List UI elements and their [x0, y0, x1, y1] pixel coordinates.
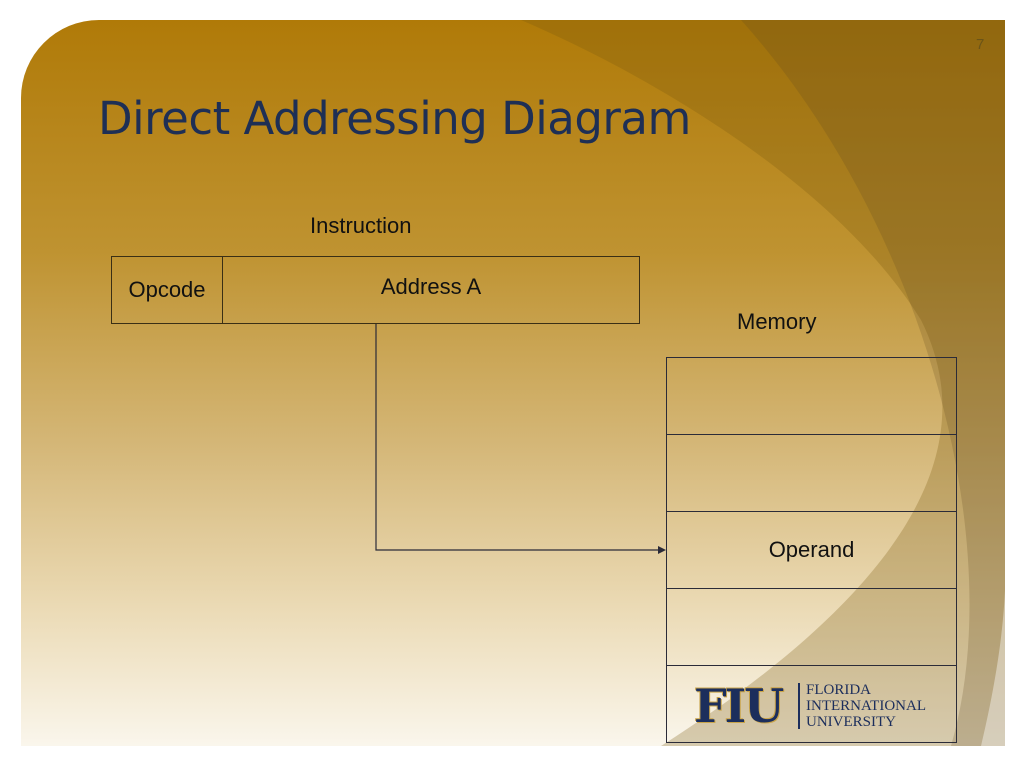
- memory-label: Memory: [737, 309, 817, 334]
- logo-line-1: FLORIDA: [806, 682, 872, 698]
- memory-cell: [667, 435, 956, 512]
- logo-divider: [798, 683, 800, 729]
- fiu-logo: FIU FLORIDA INTERNATIONAL UNIVERSITY: [694, 681, 954, 731]
- logo-line-3: UNIVERSITY: [806, 714, 896, 730]
- memory-column: Operand: [666, 357, 957, 743]
- address-field: Address A: [222, 256, 640, 324]
- logo-mark: FIU: [694, 679, 784, 733]
- memory-cell: [667, 589, 956, 666]
- slide-title: Direct Addressing Diagram: [98, 92, 691, 145]
- slide-background: [21, 20, 1005, 746]
- memory-cell: [667, 358, 956, 435]
- address-label: Address A: [380, 274, 482, 299]
- page-number: 7: [976, 36, 985, 53]
- opcode-label: Opcode: [128, 277, 206, 302]
- instruction-label: Instruction: [310, 213, 412, 238]
- logo-line-2: INTERNATIONAL: [806, 698, 926, 714]
- memory-cell-operand: Operand: [667, 512, 956, 589]
- operand-label: Operand: [768, 537, 855, 562]
- decorative-swoosh: [521, 20, 1005, 746]
- opcode-field: Opcode: [111, 256, 223, 324]
